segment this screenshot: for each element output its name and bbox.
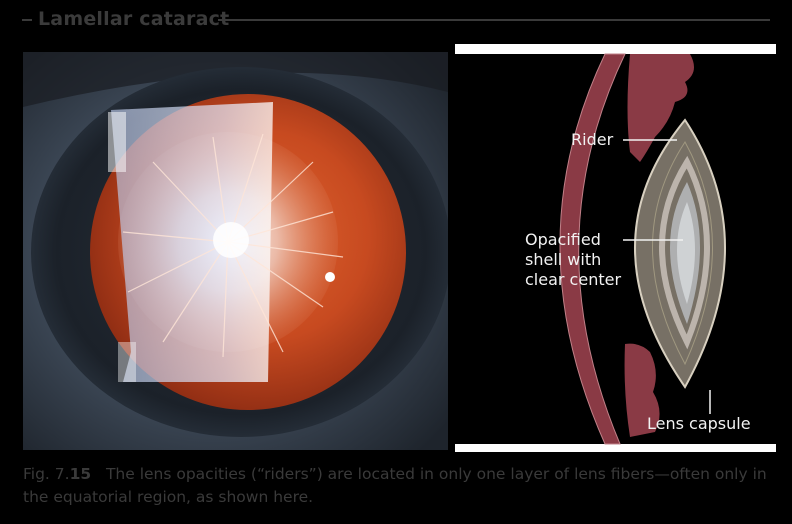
lens-capsule-label: Lens capsule bbox=[647, 414, 751, 434]
eye-photo-illustration bbox=[23, 52, 448, 450]
caption-text: The lens opacities (“riders”) are locate… bbox=[23, 465, 767, 506]
figure-number: Fig. 7.15 bbox=[23, 465, 91, 483]
header-rule-left bbox=[22, 19, 32, 21]
figure-caption: Fig. 7.15 The lens opacities (“riders”) … bbox=[23, 463, 783, 509]
section-header: Lamellar cataract bbox=[0, 4, 792, 34]
opacified-shell-label: Opacified shell with clear center bbox=[525, 230, 621, 290]
lens-diagram: Rider Opacified shell with clear center … bbox=[455, 42, 776, 454]
rider-label: Rider bbox=[571, 130, 613, 150]
header-rule-right bbox=[218, 19, 770, 21]
section-title: Lamellar cataract bbox=[38, 8, 229, 30]
clinical-photo bbox=[23, 52, 448, 450]
